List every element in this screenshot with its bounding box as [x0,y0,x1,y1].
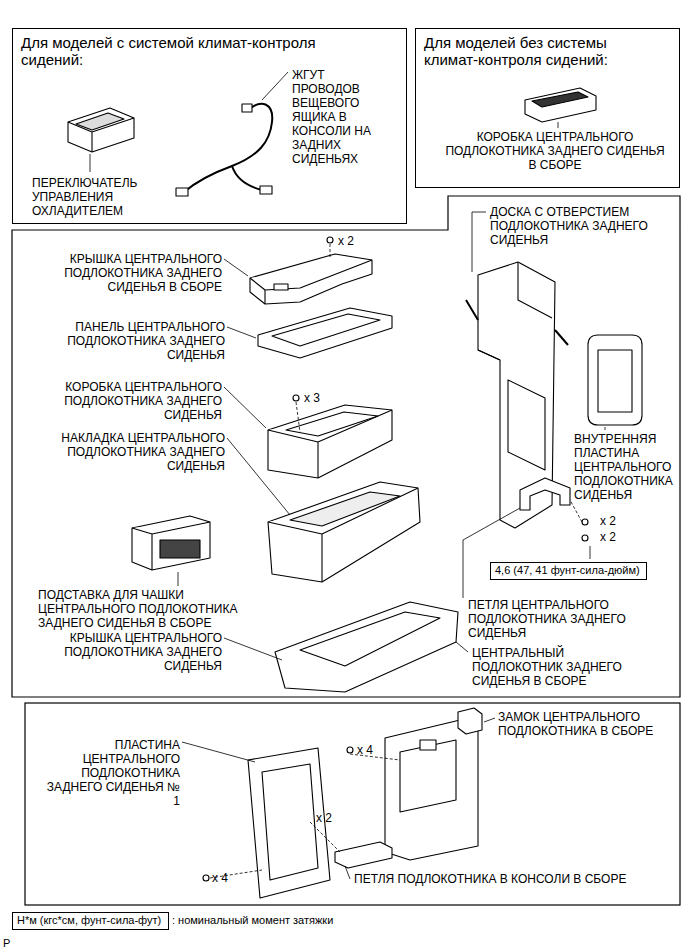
box-text: 4,6 (47, 41 фунт-сила-дюйм) [491,563,646,578]
frame-heading: Для моделей без системы климат-контроля … [416,29,647,73]
quantity: x 2 [338,234,354,248]
part-name: КРЫШКА ЦЕНТРАЛЬНОГО ПОДЛОКОТНИКА ЗАДНЕГО… [30,631,222,673]
part-name: КРЫШКА ЦЕНТРАЛЬНОГО ПОДЛОКОТНИКА ЗАДНЕГО… [30,252,222,294]
legend-text: : номинальный момент затяжки [172,913,333,927]
screw-symbol [203,237,353,881]
box-drawing [525,88,596,122]
hinge-drawing [335,842,392,868]
cover-drawing [275,602,458,692]
part-name: ЖГУТ ПРОВОДОВ ВЕЩЕВОГО ЯЩИКА В КОНСОЛИ Н… [292,68,378,166]
part-name: ЦЕНТРАЛЬНЫЙ ПОДЛОКОТНИК ЗАДНЕГО СИДЕНЬЯ … [472,646,642,688]
part-name: КОРОБКА ЦЕНТРАЛЬНОГО ПОДЛОКОТНИКА ЗАДНЕГ… [440,130,670,172]
box-drawing [268,405,392,478]
cup-holder-drawing [132,516,210,570]
box-text: Н*м (кгс*см, фунт-сила-фут) [13,913,168,928]
armrest-lid-drawing [385,720,478,860]
part-name: ВНУТРЕННЯЯ ПЛАСТИНА ЦЕНТРАЛЬНОГО ПОДЛОКО… [574,432,678,502]
page-mark: P [3,936,10,950]
quantity: x 4 [212,871,228,885]
torque-box: 4,6 (47, 41 фунт-сила-дюйм) [490,562,647,580]
part-name: ЗАМОК ЦЕНТРАЛЬНОГО ПОДЛОКОТНИКА В СБОРЕ [498,710,668,738]
quantity: x 4 [357,743,373,757]
part-name: ПЕРЕКЛЮЧАТЕЛЬ УПРАВЛЕНИЯ ОХЛАДИТЕЛЕМ [32,176,152,218]
trim-drawing [268,482,420,582]
part-name: ПЕТЛЯ ПОДЛОКОТНИКА В КОНСОЛИ В СБОРЕ [354,872,676,886]
part-name: ПОДСТАВКА ДЛЯ ЧАШКИ ЦЕНТРАЛЬНОГО ПОДЛОКО… [38,588,246,630]
quantity: x 2 [316,811,332,825]
frame-heading: Для моделей с системой климат-контроля с… [13,29,359,73]
part-name: НАКЛАДКА ЦЕНТРАЛЬНОГО ПОДЛОКОТНИКА ЗАДНЕ… [30,431,225,473]
part-name: КОРОБКА ЦЕНТРАЛЬНОГО ПОДЛОКОТНИКА ЗАДНЕГ… [30,380,222,422]
quantity: x 2 [600,530,616,544]
quantity: x 2 [600,514,616,528]
group-frame [25,703,680,905]
part-name: ДОСКА С ОТВЕРСТИЕМ ПОДЛОКОТНИКА ЗАДНЕГО … [490,205,675,247]
legend-box: Н*м (кгс*см, фунт-сила-фут) [12,912,169,930]
panel-drawing [258,308,392,358]
quantity: x 3 [304,391,320,405]
part-name: ПЛАСТИНА ЦЕНТРАЛЬНОГО ПОДЛОКОТНИКА ЗАДНЕ… [40,738,180,808]
lock-drawing [458,708,482,734]
group-frame [12,196,680,697]
part-name: ПАНЕЛЬ ЦЕНТРАЛЬНОГО ПОДЛОКОТНИКА ЗАДНЕГО… [30,320,225,362]
plate-drawing [588,335,642,425]
lid-drawing [250,254,372,304]
part-name: ПЕТЛЯ ЦЕНТРАЛЬНОГО ПОДЛОКОТНИКА ЗАДНЕГО … [468,598,668,640]
wire-harness-drawing [176,104,272,196]
switch-drawing [68,108,134,152]
